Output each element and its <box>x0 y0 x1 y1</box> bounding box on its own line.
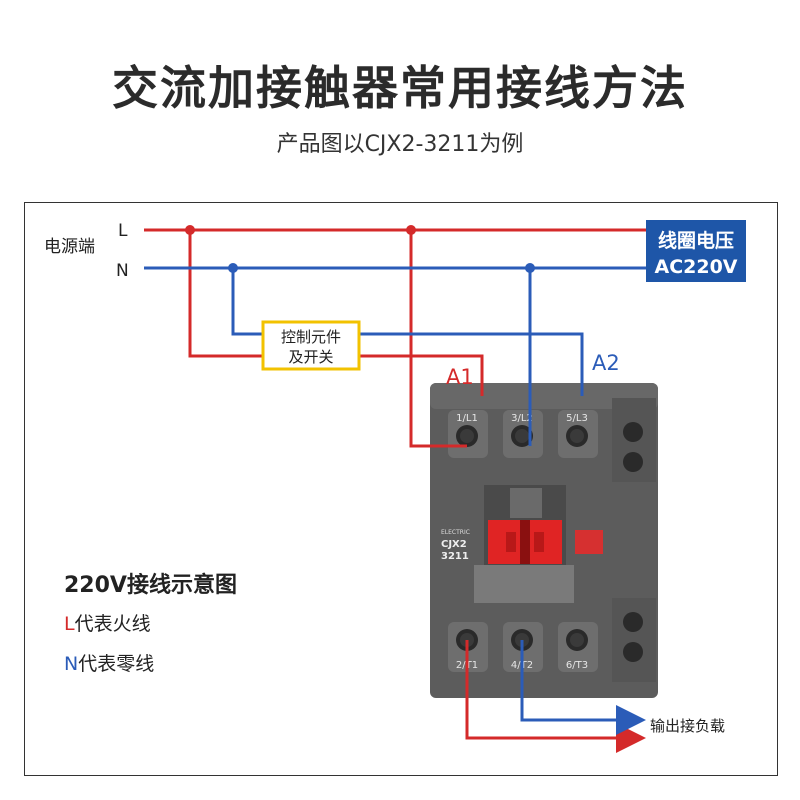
coil-voltage-label: 线圈电压 <box>658 229 734 252</box>
line-L-label: L <box>118 221 128 241</box>
line-N-label: N <box>116 261 129 281</box>
legend-neutral-letter: N <box>64 653 78 675</box>
terminal-A1-label: A1 <box>446 365 474 389</box>
page-title: 交流加接触器常用接线方法 <box>112 61 688 115</box>
device-model-number: 3211 <box>441 551 469 562</box>
legend-neutral: N代表零线 <box>64 653 154 675</box>
terminal-label-6T3: 6/T3 <box>566 660 588 671</box>
device-model: CJX2 <box>441 539 467 550</box>
output-load-label: 输出接负载 <box>650 717 725 735</box>
terminal-label-1L1: 1/L1 <box>456 413 478 424</box>
terminal-label-5L3: 5/L3 <box>566 413 588 424</box>
actuator <box>488 520 562 564</box>
coil-voltage-box: 线圈电压 AC220V <box>646 220 746 282</box>
device-brand: ELECTRIC <box>441 529 470 536</box>
legend-neutral-text: 代表零线 <box>78 653 154 675</box>
terminal-A2-label: A2 <box>592 351 620 375</box>
page-subtitle: 产品图以CJX2-3211为例 <box>276 132 524 157</box>
legend-live: L代表火线 <box>64 613 151 635</box>
legend-title: 220V接线示意图 <box>64 572 237 598</box>
junction-dots <box>185 225 535 273</box>
live-wires <box>144 228 648 753</box>
control-element-label: 控制元件 <box>281 328 341 346</box>
status-window <box>575 530 603 554</box>
coil-voltage-value: AC220V <box>654 256 737 278</box>
control-element-box: 控制元件 及开关 <box>261 320 361 371</box>
contactor-body <box>430 383 658 698</box>
terminal-label-3L2: 3/L2 <box>511 413 533 424</box>
top-screws <box>456 422 643 472</box>
control-switch-label: 及开关 <box>288 348 333 366</box>
legend-live-letter: L <box>64 613 75 635</box>
power-source-label: 电源端 <box>44 237 95 257</box>
legend-live-text: 代表火线 <box>75 613 151 635</box>
